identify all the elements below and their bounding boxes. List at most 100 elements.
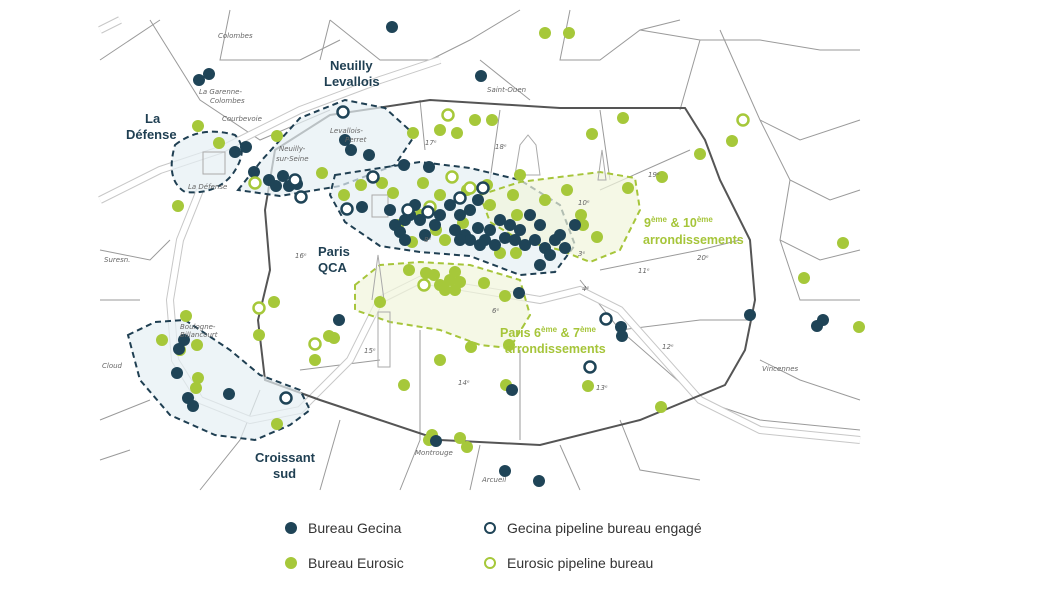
gecina-office-marker	[454, 209, 466, 221]
eurosic-office-marker	[328, 332, 340, 344]
zone-croissant-sud	[126, 318, 312, 442]
eurosic-office-marker	[417, 177, 429, 189]
gecina-office-marker	[464, 234, 476, 246]
gecina-office-marker	[569, 219, 581, 231]
eurosic-office-marker	[444, 274, 456, 286]
eurosic-office-marker	[309, 354, 321, 366]
gecina-office-marker	[494, 214, 506, 226]
label-boulogne: Boulogne-	[180, 323, 216, 331]
office-markers	[156, 21, 865, 487]
label-19: 19ᵉ	[648, 171, 660, 179]
label-neuilly2: sur-Seine	[276, 155, 309, 163]
zone-label-9-10-2: arrondissements	[643, 233, 744, 247]
label-20: 20ᵉ	[697, 254, 709, 262]
eurosic-office-marker	[853, 321, 865, 333]
eurosic-office-marker	[582, 380, 594, 392]
gecina-office-marker	[434, 209, 446, 221]
gecina-pipeline-marker	[294, 190, 308, 204]
label-arcueil: Arcueil	[481, 476, 506, 484]
gecina-office-marker	[423, 161, 435, 173]
legend-label: Bureau Eurosic	[308, 555, 404, 571]
zone-la-defense	[170, 130, 243, 194]
gecina-office-marker	[398, 159, 410, 171]
gecina-office-marker	[811, 320, 823, 332]
eurosic-office-marker	[798, 272, 810, 284]
gecina-office-marker	[559, 242, 571, 254]
eurosic-office-marker	[510, 247, 522, 259]
eurosic-office-marker	[503, 339, 515, 351]
eurosic-office-marker	[451, 127, 463, 139]
eurosic-office-marker	[469, 114, 481, 126]
gecina-office-marker	[449, 224, 461, 236]
label-8: 8ᵉ	[424, 236, 431, 244]
zone-label-la-defense-1: La	[145, 111, 161, 126]
eurosic-pipeline-marker	[417, 278, 431, 292]
eurosic-office-marker	[156, 334, 168, 346]
eurosic-office-marker	[575, 209, 587, 221]
label-suresnes: Suresn.	[104, 256, 130, 264]
paris-office-map: Colombes La Garenne- Colombes Courbevoie…	[98, 9, 865, 491]
eurosic-office-marker	[192, 372, 204, 384]
gecina-office-marker	[356, 201, 368, 213]
eurosic-office-marker	[387, 187, 399, 199]
gecina-office-marker	[616, 330, 628, 342]
zones	[126, 98, 642, 442]
eurosic-pipeline-marker	[445, 170, 459, 184]
eurosic-office-marker	[499, 290, 511, 302]
notre-dame-icon	[597, 149, 607, 181]
eurosic-office-marker	[454, 276, 466, 288]
gecina-office-marker	[223, 388, 235, 400]
gecina-office-marker	[203, 68, 215, 80]
eurosic-office-marker	[355, 179, 367, 191]
gecina-office-marker	[454, 234, 466, 246]
eurosic-office-marker	[192, 120, 204, 132]
eurosic-office-marker	[514, 169, 526, 181]
eurosic-office-marker	[454, 432, 466, 444]
label-ladefense: La Défense	[188, 183, 227, 191]
eurosic-office-marker	[434, 189, 446, 201]
legend-label: Bureau Gecina	[308, 520, 402, 536]
legend-label: Gecina pipeline bureau engagé	[507, 520, 702, 536]
gecina-office-marker	[363, 149, 375, 161]
gecina-office-marker	[489, 239, 501, 251]
gecina-office-marker	[533, 475, 545, 487]
gecina-office-marker	[534, 219, 546, 231]
hollow-green-dot-icon	[484, 557, 496, 569]
gecina-office-marker	[554, 229, 566, 241]
zone-label-6-7-2: arrondissements	[505, 342, 606, 356]
gecina-office-marker	[475, 70, 487, 82]
eurosic-office-marker	[338, 189, 350, 201]
gecina-office-marker	[464, 204, 476, 216]
gecina-office-marker	[414, 214, 426, 226]
filled-green-dot-icon	[285, 557, 297, 569]
gecina-office-marker	[178, 334, 190, 346]
gecina-office-marker	[248, 166, 260, 178]
gecina-office-marker	[544, 249, 556, 261]
eiffel-tower-icon	[371, 254, 385, 301]
eurosic-pipeline-marker	[736, 113, 750, 127]
eurosic-office-marker	[190, 382, 202, 394]
eurosic-office-marker	[478, 277, 490, 289]
label-garenne: La Garenne-	[199, 88, 242, 96]
label-levallois2: Perret	[345, 136, 367, 144]
gecina-office-marker	[419, 229, 431, 241]
eurosic-office-marker	[213, 137, 225, 149]
gecina-pipeline-marker	[599, 312, 613, 326]
eurosic-office-marker	[539, 194, 551, 206]
montparnasse-tower-icon	[377, 311, 391, 368]
zone-labels: La Défense Neuilly Levallois Paris QCA C…	[126, 58, 744, 481]
eurosic-office-marker	[507, 189, 519, 201]
gecina-office-marker	[513, 287, 525, 299]
gecina-pipeline-marker	[421, 205, 435, 219]
gecina-office-marker	[499, 232, 511, 244]
gecina-office-marker	[509, 234, 521, 246]
legend-item-gecina-pipeline: Gecina pipeline bureau engagé	[484, 520, 702, 536]
gecina-pipeline-marker	[336, 105, 350, 119]
eurosic-office-marker	[253, 329, 265, 341]
label-colombes: Colombes	[218, 32, 253, 40]
eurosic-pipeline-marker	[441, 108, 455, 122]
gecina-office-marker	[615, 321, 627, 333]
zone-label-neuilly-2: Levallois	[324, 74, 380, 89]
eurosic-office-marker	[271, 418, 283, 430]
label-15: 15ᵉ	[364, 347, 376, 355]
